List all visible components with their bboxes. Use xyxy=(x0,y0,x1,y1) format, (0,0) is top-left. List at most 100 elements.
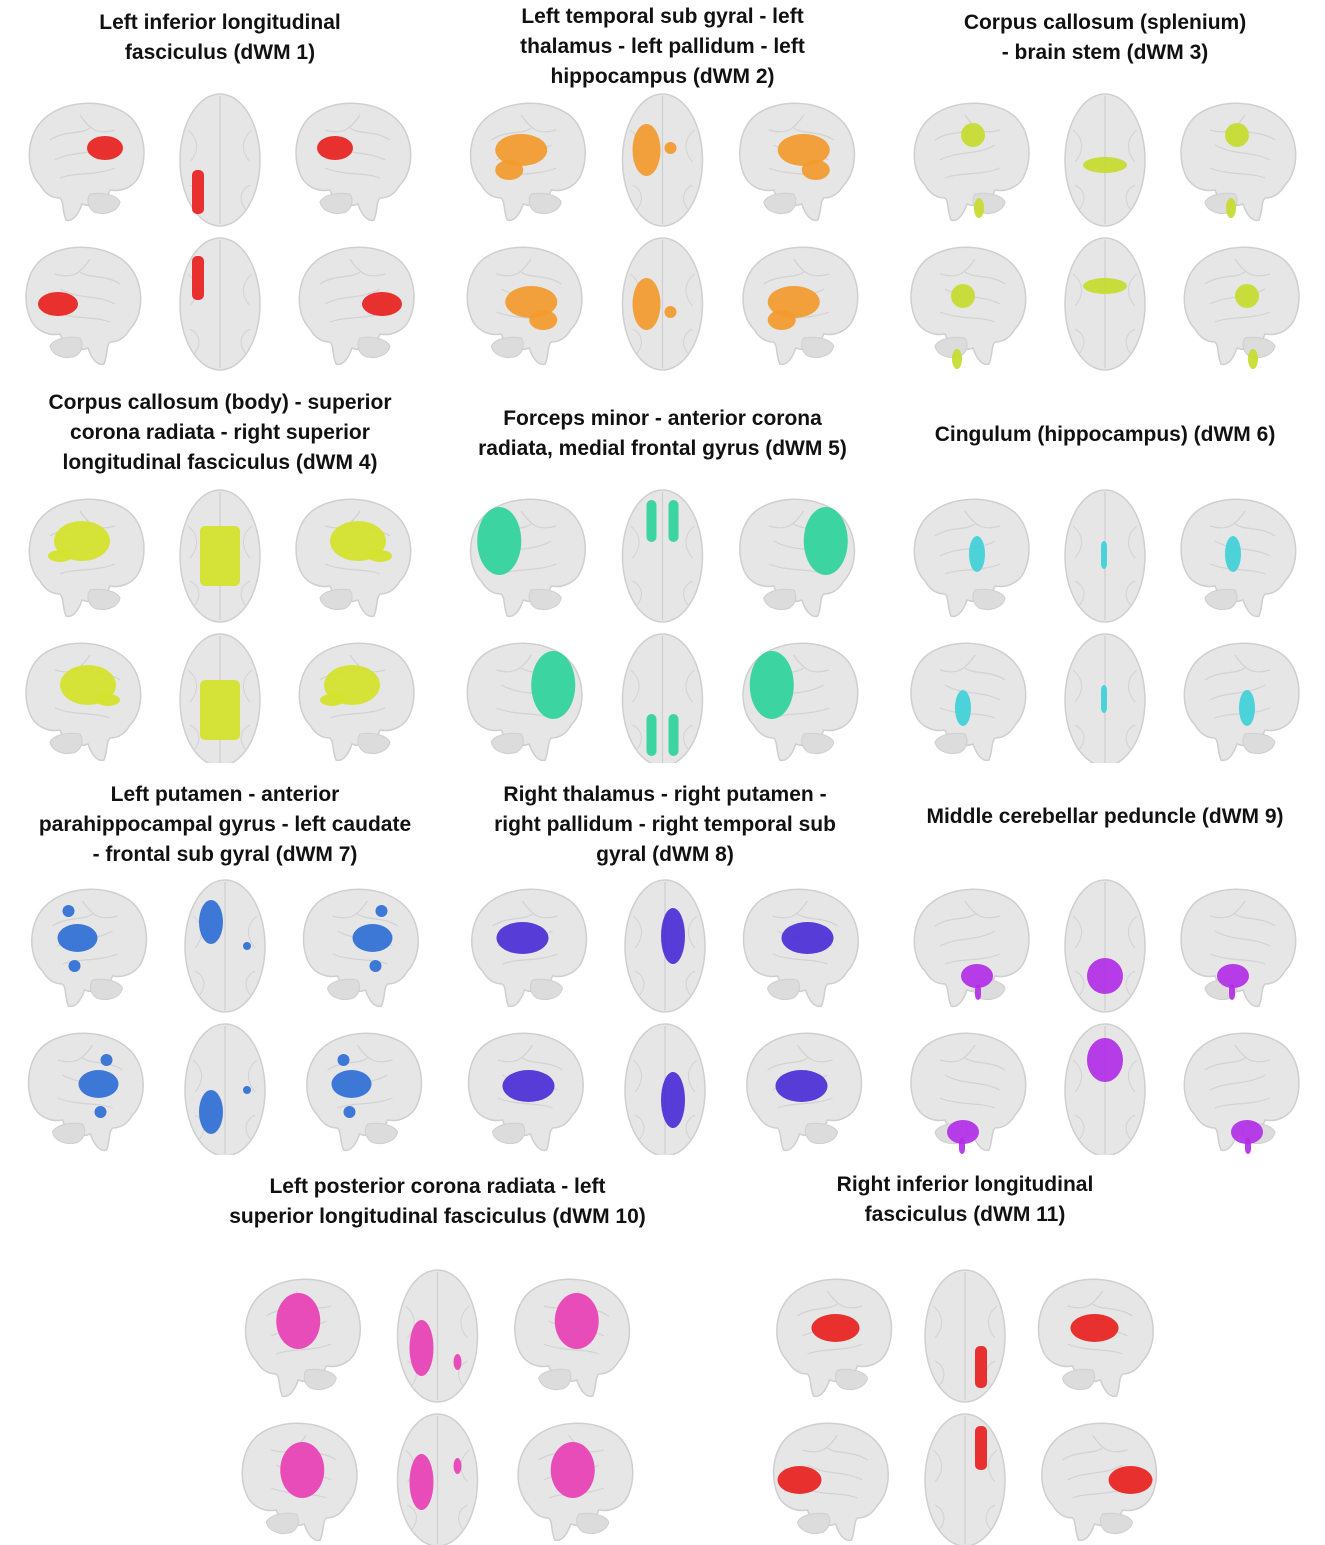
gyrus-line xyxy=(632,328,642,355)
tract-blob xyxy=(961,123,985,147)
gyrus-line xyxy=(964,900,1001,919)
cerebellum xyxy=(1099,1512,1134,1535)
gyrus-line xyxy=(319,271,361,285)
gyrus-line xyxy=(934,1504,945,1531)
gyrus-line xyxy=(1127,525,1138,559)
gyrus-line xyxy=(324,288,381,305)
gyrus-line xyxy=(1234,654,1271,673)
lateral-view-left xyxy=(776,1278,893,1398)
lateral-view-right xyxy=(298,642,415,762)
axial-view xyxy=(184,1023,266,1155)
gyrus-line xyxy=(57,1044,93,1063)
axial-view xyxy=(1064,93,1146,227)
gyrus-line xyxy=(1074,1114,1085,1141)
tract-blob xyxy=(632,124,661,176)
axial-view xyxy=(624,879,706,1013)
gyrus-line xyxy=(1074,580,1085,607)
lateral-view-left xyxy=(27,1032,144,1152)
gyrus-line xyxy=(934,523,976,537)
gyrus-line xyxy=(1234,258,1271,277)
brain-outline xyxy=(910,1032,1027,1152)
tract-blob xyxy=(1101,541,1107,569)
cerebellum xyxy=(319,588,353,611)
gyrus-line xyxy=(1209,167,1266,179)
gyrus-line xyxy=(807,1343,863,1355)
gyrus-line xyxy=(1072,669,1083,703)
lateral-view-left xyxy=(28,498,145,618)
brain-outline xyxy=(1180,888,1297,1008)
gyrus-line xyxy=(1074,724,1085,751)
tract-blob xyxy=(477,507,522,575)
gyrus-line xyxy=(932,1305,943,1339)
brain-outline xyxy=(298,246,415,366)
panel-title-line: Corpus callosum (splenium) xyxy=(963,11,1247,34)
gyrus-line xyxy=(357,1044,393,1063)
tract-blob xyxy=(767,310,796,330)
tract-blob xyxy=(78,1070,119,1098)
gyrus-line xyxy=(247,1059,258,1093)
tract-blob xyxy=(664,142,677,154)
gyrus-line xyxy=(985,1504,996,1531)
tract-blob xyxy=(767,286,820,318)
gyrus-line xyxy=(939,1044,976,1063)
tract-blob xyxy=(955,690,971,726)
brain-outline xyxy=(28,102,145,222)
gyrus-line xyxy=(768,114,805,133)
cerebellum xyxy=(763,588,797,611)
gyrus-line xyxy=(939,144,996,161)
gyrus-line xyxy=(1125,328,1136,355)
gyrus-line xyxy=(1072,273,1083,307)
lateral-view-right xyxy=(1183,1032,1300,1154)
gyrus-line xyxy=(1127,669,1138,703)
gyrus-line xyxy=(634,970,645,997)
gyrus-line xyxy=(1125,184,1136,211)
tract-blob xyxy=(531,651,576,719)
gyrus-line xyxy=(337,1097,393,1109)
gyrus-line xyxy=(324,114,361,133)
gyrus-line xyxy=(827,1447,868,1461)
lateral-view-left xyxy=(913,102,1030,222)
cerebellum xyxy=(528,588,562,611)
lateral-view-left xyxy=(466,246,583,366)
tract-blob xyxy=(352,924,393,952)
gyrus-line xyxy=(1125,580,1136,607)
lateral-view-right xyxy=(1180,888,1297,1008)
tract-blob xyxy=(495,160,524,180)
gyrus-line xyxy=(964,271,1006,285)
axial-view xyxy=(621,489,704,623)
gyrus-line xyxy=(242,669,253,703)
gyrus-line xyxy=(944,167,1001,179)
cerebellum xyxy=(303,1368,337,1391)
gyrus-line xyxy=(944,1074,1001,1091)
panel-title-line: - frontal sub gyral (dWM 7) xyxy=(92,843,358,866)
tract-blob xyxy=(1108,1466,1153,1494)
tract-blob xyxy=(1225,536,1241,572)
cerebellum xyxy=(490,732,524,755)
panel-dwm8: Right thalamus - right putamen -right pa… xyxy=(440,780,890,1155)
panel-title-line: - brain stem (dWM 3) xyxy=(1001,41,1209,64)
lateral-view-right xyxy=(1180,498,1297,618)
gyrus-line xyxy=(520,510,557,529)
panel-title-line: gyral (dWM 8) xyxy=(596,843,734,866)
panel-title-line: longitudinal fasciculus (dWM 4) xyxy=(62,451,378,474)
cerebellum xyxy=(763,192,797,215)
tract-blob xyxy=(1248,349,1258,369)
gyrus-line xyxy=(520,271,562,285)
panel-title-line: superior longitudinal fasciculus (dWM 10… xyxy=(229,1205,646,1228)
gyrus-line xyxy=(1127,915,1138,949)
panel-title-line: right pallidum - right temporal sub xyxy=(494,813,836,836)
gyrus-line xyxy=(934,913,976,927)
tract-blob xyxy=(668,500,679,542)
tract-blob xyxy=(38,292,78,316)
gyrus-line xyxy=(797,1303,838,1317)
panel-title-line: Cingulum (hippocampus) (dWM 6) xyxy=(934,423,1276,446)
gyrus-line xyxy=(1127,273,1138,307)
gyrus-line xyxy=(1209,953,1266,965)
gyrus-line xyxy=(460,1305,470,1339)
gyrus-line xyxy=(187,669,198,703)
gyrus-line xyxy=(683,184,693,211)
